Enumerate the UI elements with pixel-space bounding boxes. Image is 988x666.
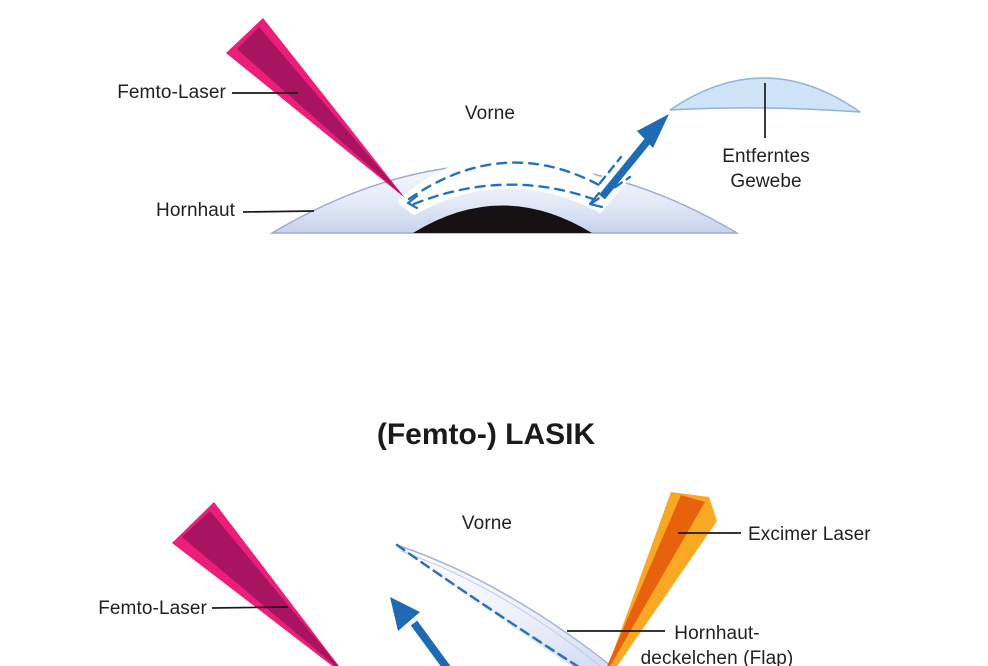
label-removed-tissue-line1: Entferntes: [722, 146, 810, 167]
excimer-laser-beam: [608, 492, 717, 666]
dashed-arrowhead-right-icon: [588, 191, 604, 209]
hornhaut-leader-line: [242, 210, 315, 213]
lenticule-lower-dashed-line: [412, 183, 595, 206]
femto-laser-bottom-leader-line: [211, 606, 289, 609]
label-flap-line1: Hornhaut-: [674, 623, 760, 644]
section-title: (Femto-) LASIK: [376, 418, 596, 451]
label-removed-tissue-line2: Gewebe: [730, 171, 802, 192]
lenticule-upper-dashed-line: [407, 161, 601, 201]
extraction-arrow-head-icon: [637, 114, 669, 148]
flap-lift-arrow-head-icon: [390, 597, 420, 631]
label-vorne-top: Vorne: [464, 103, 516, 124]
femto-laser-beam-core: [237, 27, 404, 197]
incision-upper-dashed-line: [598, 155, 623, 185]
label-flap-line2: deckelchen (Flap): [640, 648, 794, 666]
top-diagram: [226, 18, 861, 234]
label-femto-laser-bottom: Femto-Laser: [98, 598, 207, 619]
corneal-flap-shape: [397, 545, 612, 666]
label-removed-tissue: Entferntes Gewebe: [696, 144, 836, 194]
flap-inner-edge: [400, 550, 601, 666]
flap-lift-arrow-shaft: [410, 620, 451, 666]
extraction-arrow-shaft: [599, 135, 653, 200]
label-excimer-laser: Excimer Laser: [748, 524, 871, 545]
label-vorne-bottom: Vorne: [461, 513, 513, 534]
pupil-shape: [413, 205, 592, 233]
label-flap: Hornhaut- deckelchen (Flap): [617, 621, 817, 666]
bottom-diagram: [172, 492, 741, 666]
dashed-arrowhead-left-icon: [406, 194, 419, 210]
label-hornhaut: Hornhaut: [156, 200, 235, 221]
label-femto-laser-top: Femto-Laser: [117, 82, 226, 103]
femto-laser-beam-bottom-core: [182, 511, 339, 666]
flap-upper-edge: [396, 544, 613, 666]
excimer-laser-beam-core: [607, 495, 705, 666]
